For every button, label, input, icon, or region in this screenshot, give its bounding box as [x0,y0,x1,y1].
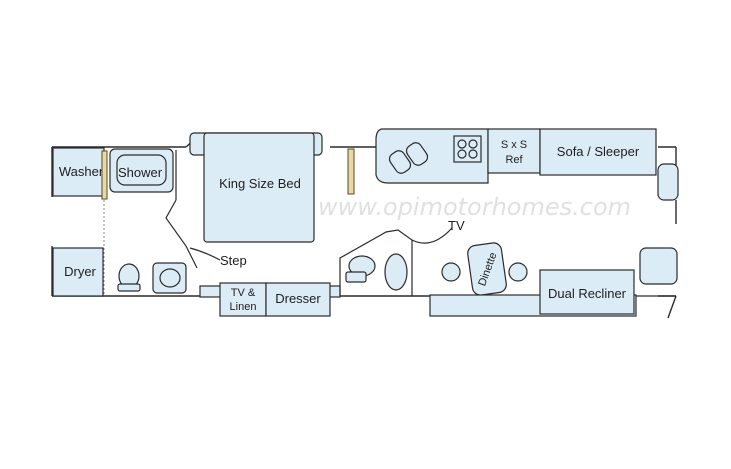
step-pointer [189,247,221,261]
tv-linen-cabinet [219,282,267,317]
toilet-icon [345,255,376,283]
dresser [265,282,331,317]
bath-door [165,199,198,269]
dual-recliner [539,269,635,315]
tv-label: TV [448,218,465,233]
closet-rod-left [101,150,108,200]
sink-icon [152,262,187,294]
dinette-chair-left [441,262,461,282]
shower-label: Shower [118,165,163,180]
step-label: Step [220,253,247,268]
cooktop-icon [453,135,482,163]
closet-rod-right [347,148,355,195]
king-size-bed [203,132,315,243]
toilet-icon [117,263,141,292]
tv-linen-label-1: TV & [231,287,256,299]
dresser-label: Dresser [275,291,321,306]
sofa-label: Sofa / Sleeper [557,144,640,159]
shower-basin [116,154,167,186]
front-seat-lower [639,247,678,285]
dinette-chair-right [508,262,528,282]
shower [109,148,174,193]
dinette-table [467,242,507,296]
ref-label-2: Ref [505,154,523,166]
ref-label-1: S x S [501,139,527,151]
sink-icon [384,253,408,291]
recliner-label: Dual Recliner [548,286,627,301]
dryer-label: Dryer [64,264,96,279]
mid-bath-wall [339,229,413,296]
sxs-refrigerator [487,128,541,174]
double-sink-icon [388,142,429,174]
washer-label: Washer [59,164,104,179]
sofa-sleeper [539,128,657,176]
watermark: www.opimotorhomes.com [318,193,631,221]
tv-linen-label-2: Linen [230,301,257,313]
tv-pointer [411,227,453,244]
washer [52,147,105,197]
front-seat-upper [657,163,679,201]
dryer [52,247,104,297]
bed-label: King Size Bed [219,176,301,191]
